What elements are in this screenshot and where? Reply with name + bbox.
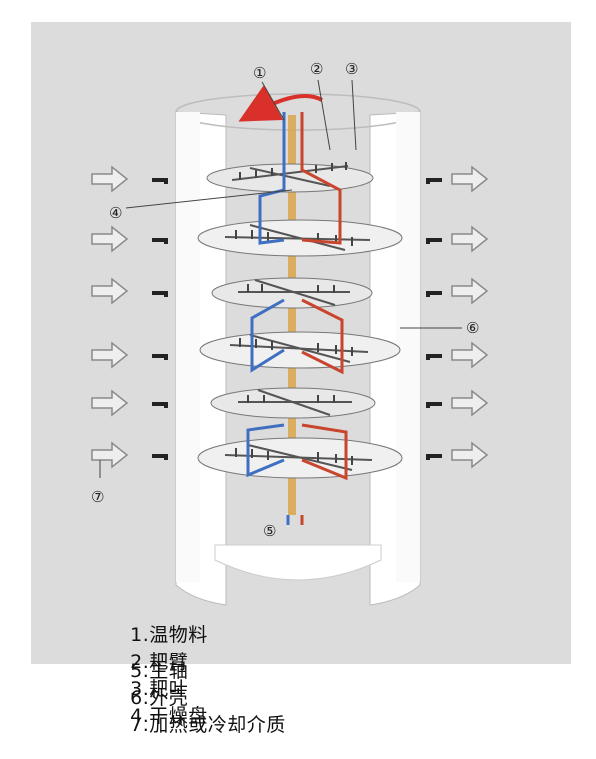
outline-arrow-icon <box>451 277 489 305</box>
cooling-pipe <box>246 112 286 478</box>
outline-arrow-icon <box>451 225 489 253</box>
legend-item-6: 6.外壳 <box>130 687 189 709</box>
right-flow-arrows <box>451 165 489 469</box>
left-flow-arrows <box>91 165 129 469</box>
outline-arrow-icon <box>91 225 129 253</box>
outline-arrow-icon <box>91 341 129 369</box>
rake-blades <box>235 162 353 465</box>
legend-item-1: 1.温物料 <box>130 624 208 646</box>
rake-arms <box>224 165 373 471</box>
leader-lines <box>99 79 462 478</box>
outline-arrow-icon <box>91 441 129 469</box>
legend-item-7: 7.加热或冷却介质 <box>130 714 286 736</box>
callout-4: ④ <box>109 204 122 222</box>
outline-arrow-icon <box>91 165 129 193</box>
dryer-diagram: ① ② ③ ④ ⑤ ⑥ ⑦ <box>91 60 489 606</box>
callout-1: ① <box>253 64 266 82</box>
outline-arrow-icon <box>451 441 489 469</box>
callout-6: ⑥ <box>466 319 479 337</box>
main-shaft <box>288 115 296 515</box>
rotation-arrow-icon <box>238 84 323 122</box>
legend-item-2: 2.耙臂 <box>130 651 189 673</box>
outline-arrow-icon <box>91 277 129 305</box>
outline-arrow-icon <box>451 341 489 369</box>
callout-3: ③ <box>345 60 358 78</box>
callout-2: ② <box>310 60 323 78</box>
legend-row-2: 5.主轴 6.外壳 7.加热或冷却介质 <box>104 634 286 759</box>
right-nozzles <box>426 178 442 460</box>
callout-5: ⑤ <box>263 522 276 540</box>
left-nozzles <box>152 178 168 460</box>
outline-arrow-icon <box>451 389 489 417</box>
outline-arrow-icon <box>91 389 129 417</box>
heating-pipe <box>300 112 348 525</box>
outline-arrow-icon <box>451 165 489 193</box>
callout-7: ⑦ <box>91 488 104 506</box>
legend-item-5: 5.主轴 <box>130 660 189 682</box>
